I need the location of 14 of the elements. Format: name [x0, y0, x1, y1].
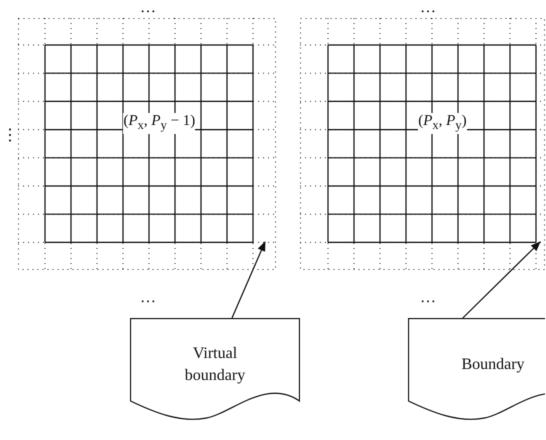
- grid-drawing: [300, 18, 545, 270]
- coordinate-label: (P$_{x}$, P$_{y}$ − 1): [123, 113, 196, 134]
- arrow: [462, 241, 541, 318]
- document-shape: [130, 318, 300, 423]
- grid-drawing: [18, 18, 276, 270]
- arrow: [231, 241, 266, 318]
- document-label: Virtual boundary: [184, 344, 246, 386]
- ellipsis: …: [420, 0, 436, 16]
- ellipsis: …: [140, 290, 156, 306]
- coordinate-label: (P$_{x}$, P$_{y}$): [418, 113, 467, 134]
- ellipsis: …: [140, 0, 156, 16]
- document-label: Boundary: [460, 355, 526, 376]
- ellipsis: …: [420, 290, 436, 306]
- document-shape: [408, 318, 545, 423]
